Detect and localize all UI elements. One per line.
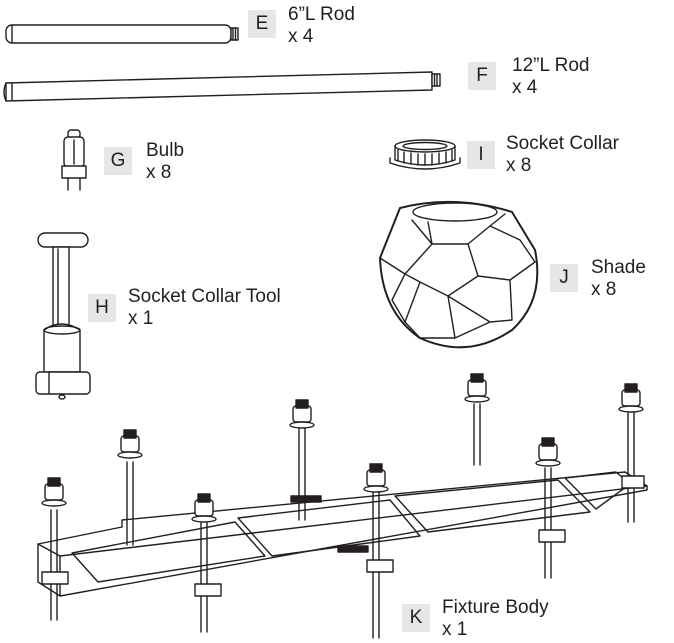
- shade-icon: [379, 200, 539, 349]
- socket-collar-icon: [389, 139, 461, 170]
- part-qty-k: x 1: [442, 619, 468, 640]
- part-letter-j: J: [550, 264, 578, 292]
- part-letter-g: G: [104, 147, 132, 175]
- part-letter-h: H: [88, 294, 116, 322]
- part-letter-i: I: [467, 141, 495, 169]
- part-name-h: Socket Collar Tool: [128, 286, 281, 307]
- part-qty-j: x 8: [591, 279, 617, 300]
- part-name-f: 12”L Rod: [512, 55, 590, 76]
- rod-6in-icon: [5, 24, 239, 44]
- part-label-k: Fixture Body x 1: [442, 597, 549, 641]
- rod-12in-icon: [3, 71, 441, 102]
- part-letter-e: E: [248, 10, 276, 38]
- part-name-k: Fixture Body: [442, 597, 549, 618]
- part-label-g: Bulb x 8: [146, 140, 184, 184]
- fixture-clamps: [41, 475, 645, 597]
- part-qty-g: x 8: [146, 162, 172, 183]
- part-label-f: 12”L Rod x 4: [512, 55, 589, 99]
- part-name-e: 6”L Rod: [288, 4, 355, 25]
- part-qty-i: x 8: [506, 155, 532, 176]
- part-name-g: Bulb: [146, 140, 185, 161]
- part-label-h: Socket Collar Tool x 1: [128, 286, 281, 330]
- fixture-body-icon: [37, 373, 648, 639]
- bulb-icon: [61, 129, 87, 191]
- part-qty-e: x 4: [288, 26, 314, 47]
- part-name-i: Socket Collar: [506, 133, 619, 154]
- socket-collar-tool-icon: [35, 232, 91, 400]
- part-qty-h: x 1: [128, 308, 154, 329]
- part-qty-f: x 4: [512, 77, 538, 98]
- part-label-j: Shade x 8: [591, 257, 646, 301]
- part-letter-f: F: [468, 62, 496, 90]
- part-name-j: Shade: [591, 257, 646, 278]
- part-label-e: 6”L Rod x 4: [288, 4, 355, 48]
- part-letter-k: K: [402, 604, 430, 632]
- part-label-i: Socket Collar x 8: [506, 133, 619, 177]
- fixture-sockets: [41, 373, 644, 523]
